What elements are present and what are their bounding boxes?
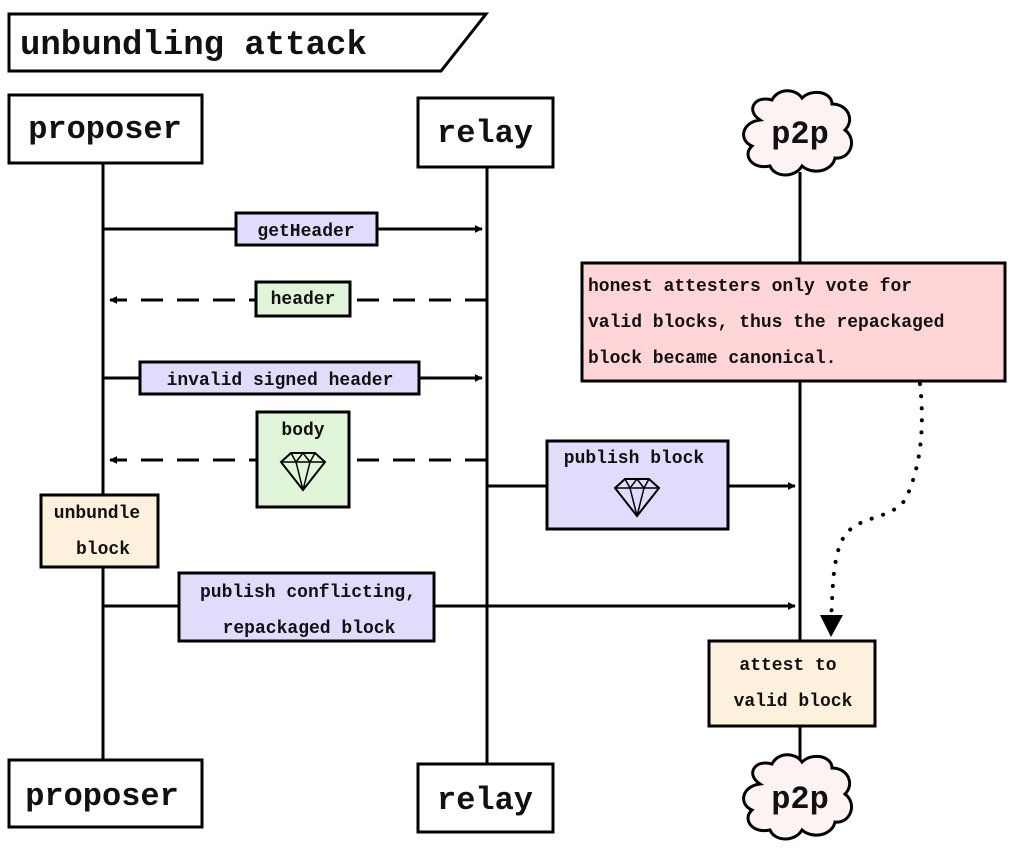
body-label: body xyxy=(281,421,324,441)
p2p-label-bottom: p2p xyxy=(771,781,829,818)
proposer-participant-bottom: proposer xyxy=(7,758,204,829)
honest-line2: valid blocks, thus the repackaged xyxy=(588,313,944,333)
relay-participant-top: relay xyxy=(416,96,555,169)
message-publish-block: publish block xyxy=(487,439,796,531)
relay-label: relay xyxy=(437,115,533,152)
unbundle-line1: unbundle xyxy=(54,504,140,524)
p2p-label: p2p xyxy=(771,116,829,153)
message-body: body xyxy=(109,410,487,509)
diamond-icon xyxy=(279,451,327,492)
proposer-participant-top: proposer xyxy=(7,93,204,165)
proposer-label: proposer xyxy=(28,111,182,148)
relay-label-bottom: relay xyxy=(437,782,533,819)
honest-line1: honest attesters only vote for xyxy=(588,277,912,297)
header-label: header xyxy=(271,290,336,310)
diagram-title: unbundling attack xyxy=(7,12,490,73)
message-invalid-signed-header: invalid signed header xyxy=(103,360,483,396)
unbundle-line2: block xyxy=(76,540,130,560)
relay-participant-bottom: relay xyxy=(416,762,555,834)
invalid-signed-header-label: invalid signed header xyxy=(167,371,394,391)
attest-line1: attest to xyxy=(739,656,836,676)
p2p-participant-top: p2p xyxy=(742,89,853,177)
get-header-label: getHeader xyxy=(257,222,354,242)
message-get-header: getHeader xyxy=(103,211,483,247)
publish-block-label: publish block xyxy=(564,449,705,469)
title-text: unbundling attack xyxy=(20,27,367,65)
publish-conflicting-line2: repackaged block xyxy=(223,619,396,639)
p2p-participant-bottom: p2p xyxy=(742,753,853,841)
diamond-icon xyxy=(613,477,661,518)
cloud-icon xyxy=(742,89,853,177)
publish-conflicting-line1: publish conflicting, xyxy=(200,583,416,603)
message-header: header xyxy=(109,280,487,318)
note-unbundle-block: unbundle block xyxy=(39,493,160,569)
message-publish-conflicting: publish conflicting, repackaged block xyxy=(103,571,796,643)
note-attest-valid-block: attest to valid block xyxy=(707,639,877,728)
honest-line3: block became canonical. xyxy=(588,349,836,369)
proposer-label-bottom: proposer xyxy=(25,778,179,815)
cloud-icon xyxy=(742,753,853,841)
note-honest-attesters: honest attesters only vote for valid blo… xyxy=(580,261,1007,383)
attest-line2: valid block xyxy=(734,692,853,712)
dotted-connector-arrowhead xyxy=(820,615,843,637)
dotted-connector xyxy=(829,382,924,622)
